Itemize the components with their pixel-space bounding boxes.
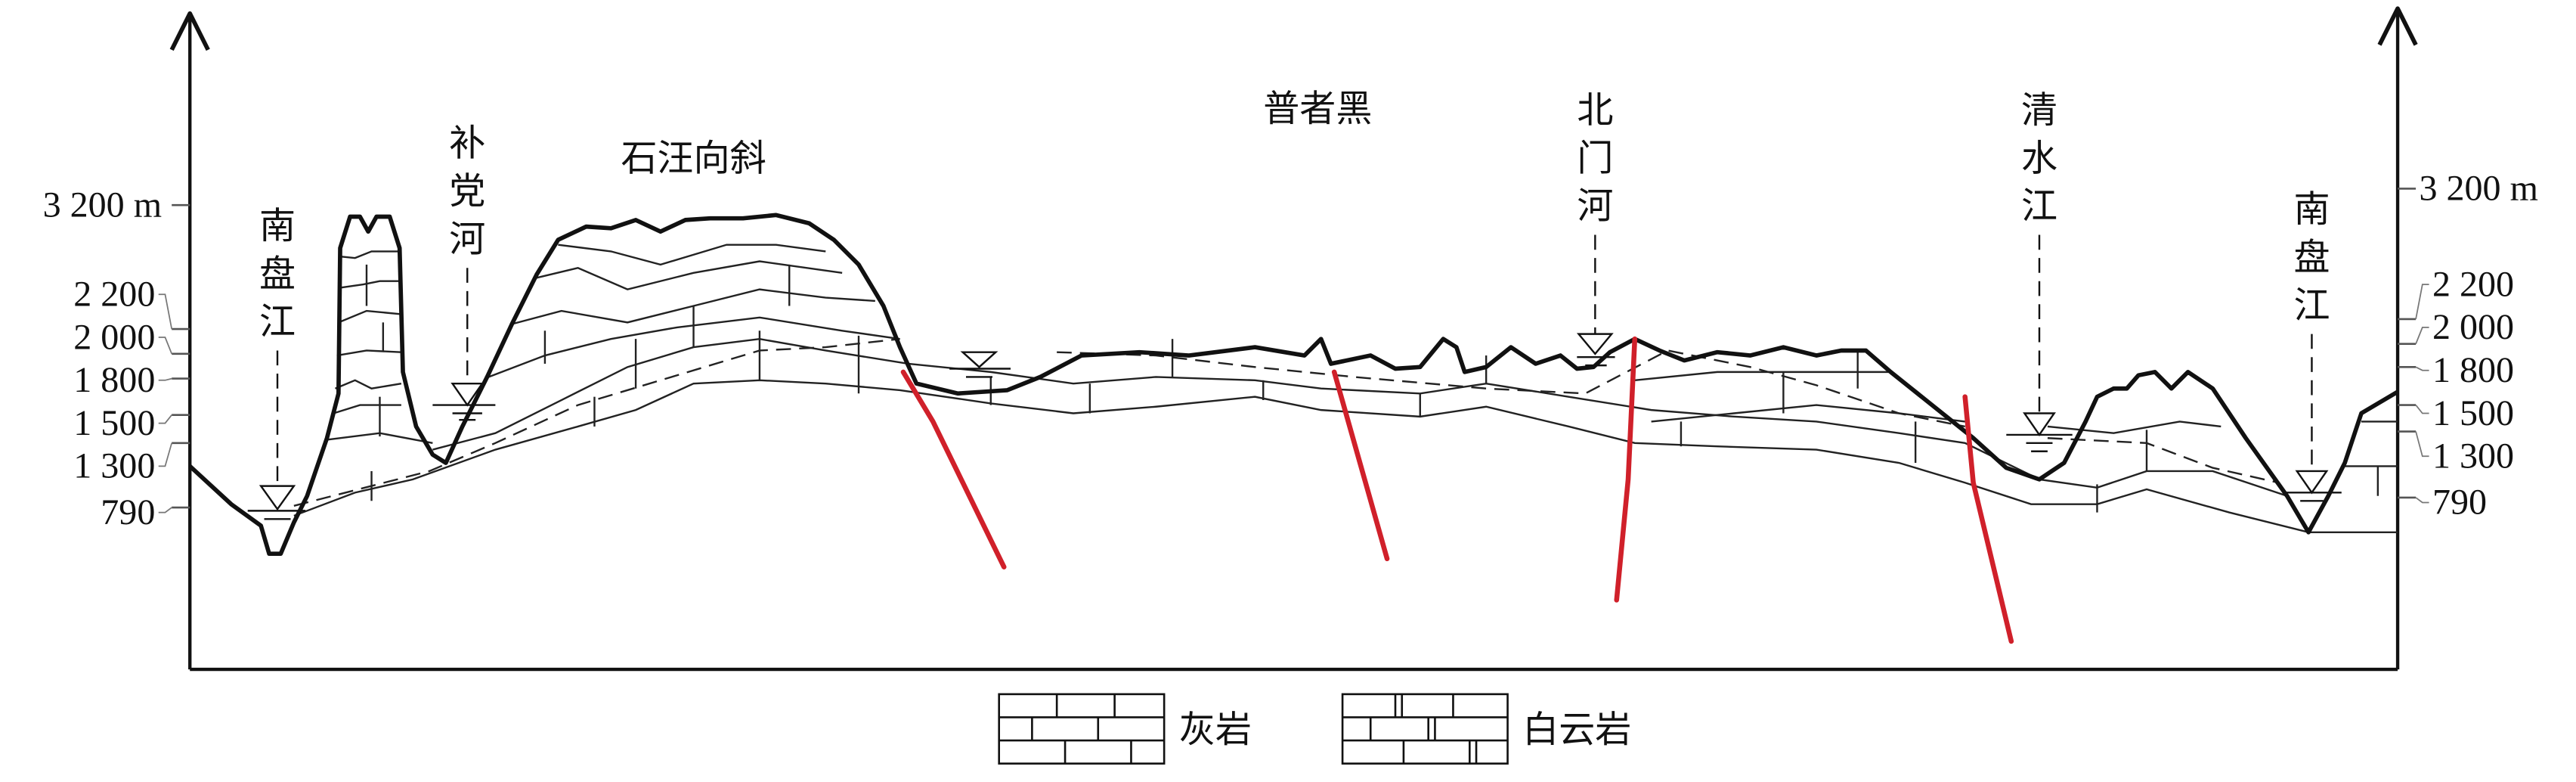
right-tick-leaders <box>2415 284 2429 504</box>
tick-label: 3 200 m <box>2419 169 2538 209</box>
label-nanpanjiang-left: 南盘江 <box>259 205 296 343</box>
legend-limestone-swatch <box>998 693 1166 765</box>
left-axis-ticks: 3 200 m 2 200 2 000 1 800 1 500 1 300 79… <box>43 185 190 532</box>
label-puzhehei: 普者黑 <box>1263 88 1372 130</box>
label-nanpanjiang-right: 南盘江 <box>2293 188 2330 327</box>
tick-label: 1 300 <box>2432 436 2514 476</box>
water-table <box>293 337 2280 507</box>
axes <box>169 6 2418 672</box>
legend: 灰岩 白云岩 <box>998 693 1631 765</box>
faults <box>900 336 2014 644</box>
tick-label: 3 200 m <box>43 185 162 225</box>
label-beimenhe: 北门河 <box>1577 89 1613 228</box>
tick-label: 1 300 <box>73 446 155 486</box>
tick-label: 2 000 <box>2432 307 2514 347</box>
place-labels: 南盘江 补党河 石汪向斜 普者黑 北门河 清水江 南盘江 <box>259 88 2330 343</box>
terrain-profile <box>188 213 2399 557</box>
label-shiwang-syncline: 石汪向斜 <box>621 137 766 179</box>
legend-dolomite-label: 白云岩 <box>1522 709 1631 751</box>
legend-limestone-label: 灰岩 <box>1179 709 1252 751</box>
left-tick-leaders <box>158 293 173 514</box>
tick-label: 2 200 <box>73 274 155 314</box>
strata-layers <box>293 244 2398 533</box>
tick-label: 790 <box>101 492 155 532</box>
tick-label: 1 500 <box>73 403 155 443</box>
tick-label: 1 800 <box>2432 350 2514 390</box>
tick-label: 1 800 <box>73 360 155 400</box>
label-budanghe: 补党河 <box>449 123 485 261</box>
tick-label: 790 <box>2432 483 2487 523</box>
right-axis-ticks: 3 200 m 2 200 2 000 1 800 1 500 1 300 79… <box>2398 169 2538 523</box>
tick-label: 2 200 <box>2432 264 2514 304</box>
river-markers <box>247 234 2342 520</box>
tick-label: 1 500 <box>2432 393 2514 433</box>
label-qingshuijiang: 清水江 <box>2021 89 2057 228</box>
legend-dolomite-swatch <box>1341 693 1509 765</box>
tick-label: 2 000 <box>73 317 155 357</box>
